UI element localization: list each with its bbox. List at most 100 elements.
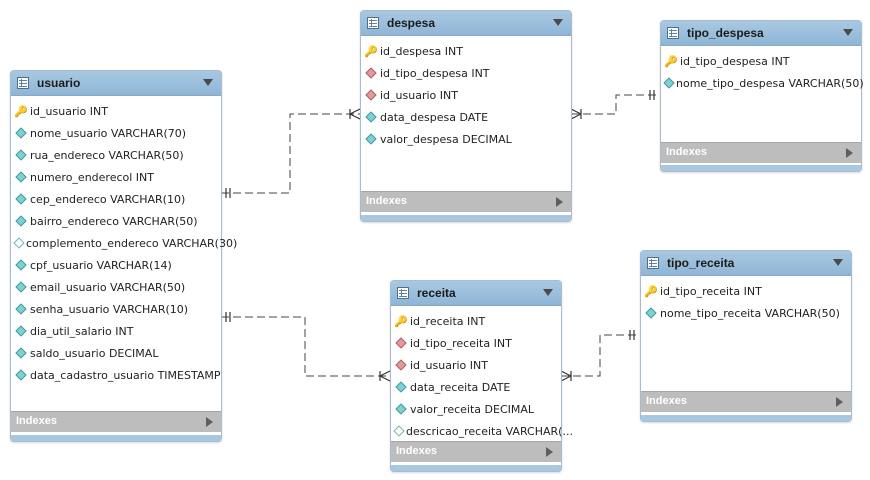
column-label: bairro_endereco VARCHAR(50): [30, 214, 198, 228]
column-row[interactable]: descricao_receita VARCHAR(...: [391, 420, 573, 442]
indexes-bar[interactable]: Indexes: [11, 411, 221, 432]
expand-arrow-icon[interactable]: [556, 197, 563, 207]
expand-arrow-icon[interactable]: [546, 447, 553, 457]
column-label: id_tipo_despesa INT: [680, 54, 790, 68]
table-title: receita: [417, 286, 456, 300]
indexes-bar[interactable]: Indexes: [661, 142, 861, 163]
not-null-diamond-icon: [663, 77, 675, 89]
not-null-diamond-icon: [15, 303, 27, 315]
primary-key-icon: 🔑: [364, 44, 378, 58]
column-label: valor_receita DECIMAL: [410, 402, 535, 416]
indexes-label: Indexes: [366, 195, 407, 207]
column-row[interactable]: nome_tipo_despesa VARCHAR(50): [661, 72, 864, 94]
indexes-label: Indexes: [666, 146, 707, 158]
column-row[interactable]: 🔑id_tipo_receita INT: [641, 280, 851, 302]
column-label: cep_endereco VARCHAR(10): [30, 192, 186, 206]
rel-usuario-receita: [221, 316, 390, 377]
indexes-bar[interactable]: Indexes: [641, 391, 851, 412]
not-null-diamond-icon: [15, 347, 27, 359]
column-label: email_usuario VARCHAR(50): [30, 280, 186, 294]
column-label: id_tipo_despesa INT: [380, 66, 490, 80]
table-header[interactable]: tipo_despesa: [661, 21, 861, 46]
table-header[interactable]: tipo_receita: [641, 251, 851, 276]
column-row[interactable]: data_cadastro_usuario TIMESTAMP: [11, 364, 221, 386]
table-icon: [667, 27, 679, 39]
table-usuario[interactable]: usuario 🔑id_usuario INT nome_usuario VAR…: [10, 70, 237, 442]
not-null-diamond-icon: [395, 403, 407, 415]
column-label: rua_endereco VARCHAR(50): [30, 148, 184, 162]
column-row[interactable]: dia_util_salario INT: [11, 320, 221, 342]
indexes-label: Indexes: [396, 445, 437, 457]
dropdown-arrow-icon[interactable]: [833, 259, 843, 266]
column-label: id_usuario INT: [410, 358, 488, 372]
column-label: data_cadastro_usuario TIMESTAMP: [30, 368, 221, 382]
not-null-diamond-icon: [395, 381, 407, 393]
table-icon: [397, 287, 409, 299]
nullable-diamond-icon: [13, 237, 25, 249]
table-icon: [17, 77, 29, 89]
foreign-key-diamond-icon: [365, 67, 377, 79]
expand-arrow-icon[interactable]: [846, 148, 853, 158]
column-row[interactable]: valor_receita DECIMAL: [391, 398, 561, 420]
column-row[interactable]: saldo_usuario DECIMAL: [11, 342, 221, 364]
column-label: nome_usuario VARCHAR(70): [30, 126, 187, 140]
table-header[interactable]: despesa: [361, 11, 571, 36]
column-row[interactable]: nome_usuario VARCHAR(70): [11, 122, 221, 144]
primary-key-icon: 🔑: [644, 284, 658, 298]
column-row[interactable]: 🔑id_receita INT: [391, 310, 561, 332]
dropdown-arrow-icon[interactable]: [203, 79, 213, 86]
column-row[interactable]: complemento_endereco VARCHAR(30): [11, 232, 237, 254]
column-row[interactable]: data_despesa DATE: [361, 106, 571, 128]
table-footer: [641, 415, 851, 421]
not-null-diamond-icon: [15, 325, 27, 337]
column-row[interactable]: id_tipo_receita INT: [391, 332, 561, 354]
column-row[interactable]: nome_tipo_receita VARCHAR(50): [641, 302, 851, 324]
not-null-diamond-icon: [15, 215, 27, 227]
column-row[interactable]: cpf_usuario VARCHAR(14): [11, 254, 221, 276]
table-footer: [391, 465, 561, 471]
not-null-diamond-icon: [15, 127, 27, 139]
column-label: saldo_usuario DECIMAL: [30, 346, 159, 360]
column-label: id_tipo_receita INT: [410, 336, 512, 350]
column-row[interactable]: id_usuario INT: [391, 354, 561, 376]
column-row[interactable]: id_usuario INT: [361, 84, 571, 106]
column-row[interactable]: 🔑id_usuario INT: [11, 100, 221, 122]
dropdown-arrow-icon[interactable]: [553, 19, 563, 26]
indexes-bar[interactable]: Indexes: [361, 191, 571, 212]
column-row[interactable]: id_tipo_despesa INT: [361, 62, 571, 84]
column-row[interactable]: numero_enderecol INT: [11, 166, 221, 188]
column-label: id_tipo_receita INT: [660, 284, 762, 298]
column-label: complemento_endereco VARCHAR(30): [26, 236, 238, 250]
not-null-diamond-icon: [15, 193, 27, 205]
column-label: dia_util_salario INT: [30, 324, 134, 338]
foreign-key-diamond-icon: [395, 359, 407, 371]
dropdown-arrow-icon[interactable]: [843, 29, 853, 36]
column-row[interactable]: senha_usuario VARCHAR(10): [11, 298, 221, 320]
column-row[interactable]: 🔑id_tipo_despesa INT: [661, 50, 861, 72]
column-row[interactable]: data_receita DATE: [391, 376, 561, 398]
rel-usuario-despesa: [221, 113, 360, 194]
column-label: senha_usuario VARCHAR(10): [30, 302, 189, 316]
dropdown-arrow-icon[interactable]: [543, 289, 553, 296]
table-header[interactable]: usuario: [11, 71, 221, 96]
expand-arrow-icon[interactable]: [206, 417, 213, 427]
table-despesa[interactable]: despesa 🔑id_despesa INT id_tipo_despesa …: [360, 10, 572, 222]
column-label: cpf_usuario VARCHAR(14): [30, 258, 172, 272]
not-null-diamond-icon: [15, 149, 27, 161]
table-receita[interactable]: receita 🔑id_receita INT id_tipo_receita …: [390, 280, 573, 472]
indexes-bar[interactable]: Indexes: [391, 441, 561, 462]
expand-arrow-icon[interactable]: [836, 397, 843, 407]
column-row[interactable]: email_usuario VARCHAR(50): [11, 276, 221, 298]
column-row[interactable]: cep_endereco VARCHAR(10): [11, 188, 221, 210]
column-row[interactable]: 🔑id_despesa INT: [361, 40, 571, 62]
column-row[interactable]: rua_endereco VARCHAR(50): [11, 144, 221, 166]
column-row[interactable]: bairro_endereco VARCHAR(50): [11, 210, 221, 232]
column-row[interactable]: valor_despesa DECIMAL: [361, 128, 571, 150]
table-header[interactable]: receita: [391, 281, 561, 306]
column-label: descricao_receita VARCHAR(...: [406, 424, 573, 438]
table-tipo-despesa[interactable]: tipo_despesa 🔑id_tipo_despesa INT nome_t…: [660, 20, 864, 172]
nullable-diamond-icon: [393, 425, 405, 437]
table-tipo-receita[interactable]: tipo_receita 🔑id_tipo_receita INT nome_t…: [640, 250, 852, 422]
not-null-diamond-icon: [365, 111, 377, 123]
